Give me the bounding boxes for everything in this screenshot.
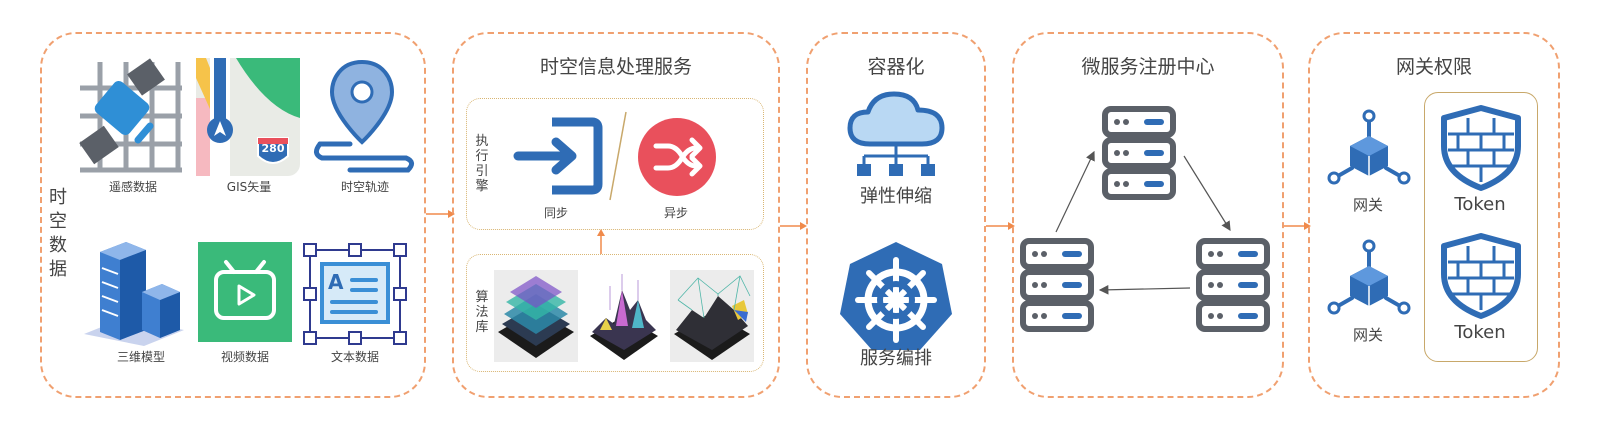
cloud-network-icon — [847, 91, 945, 176]
location-pin-icon — [314, 59, 414, 173]
server-icon-left — [1020, 238, 1094, 332]
divider-slash — [609, 111, 627, 201]
map-pin-icon — [196, 58, 300, 176]
video-play-icon — [198, 242, 292, 342]
kubernetes-icon — [840, 242, 952, 350]
label-video: 视频数据 — [220, 350, 269, 364]
title-processing: 时空信息处理服务 — [539, 56, 692, 78]
sign-in-icon — [513, 117, 603, 195]
text-icon-letter: A — [328, 270, 344, 294]
algorithm-box — [466, 254, 764, 372]
engine-up-arrow — [597, 229, 605, 254]
side-label-engine: 执 行 引 擎 — [475, 134, 489, 194]
panel-registry: 微服务注册中心 — [1012, 32, 1284, 398]
panel-processing: 时空信息处理服务 — [452, 32, 780, 398]
title-registry: 微服务注册中心 — [1081, 56, 1215, 78]
label-token-2: Token — [1454, 322, 1506, 343]
side-label-algorithm: 算 法 库 — [475, 290, 489, 335]
layered-map-icon — [494, 270, 578, 362]
terrain-mesh-icon — [670, 270, 754, 362]
label-text: 文本数据 — [330, 350, 379, 364]
registry-cycle-arrows — [1055, 150, 1231, 295]
label-gis-vector: GIS矢量 — [226, 180, 272, 194]
building-3d-icon — [84, 242, 184, 346]
shield-number: 280 — [261, 142, 285, 155]
satellite-grid-icon — [79, 58, 182, 173]
label-remote-sensing: 遥感数据 — [108, 180, 157, 194]
connector-arrow-1 — [426, 210, 455, 218]
gateway-node-icon-1 — [1327, 109, 1411, 185]
label-async: 异步 — [663, 206, 688, 220]
label-orchestration: 服务编排 — [860, 348, 932, 369]
gateway-node-icon-2 — [1327, 239, 1411, 315]
firewall-shield-icon-1 — [1441, 105, 1521, 191]
title-container: 容器化 — [867, 56, 925, 78]
label-elastic-scaling: 弹性伸缩 — [860, 186, 932, 207]
side-label-spatiotemporal-data: 时 空 数 据 — [49, 187, 67, 280]
connector-arrow-3 — [986, 222, 1015, 230]
label-gateway-2: 网关 — [1352, 326, 1383, 344]
text-box-icon — [303, 243, 407, 345]
token-box — [1424, 92, 1538, 362]
title-gateway: 网关权限 — [1395, 56, 1472, 78]
shuffle-icon — [638, 118, 716, 196]
peak-surface-icon — [590, 274, 658, 360]
panel-spatiotemporal-data — [40, 32, 426, 398]
panel-container: 容器化 — [806, 32, 986, 398]
label-sync: 同步 — [543, 206, 568, 220]
server-icon-right — [1196, 238, 1270, 332]
firewall-shield-icon-2 — [1441, 233, 1521, 319]
label-token-1: Token — [1454, 194, 1506, 215]
label-gateway-1: 网关 — [1352, 196, 1383, 214]
engine-box — [466, 98, 764, 230]
connector-arrow-4 — [1284, 222, 1311, 230]
connector-arrow-2 — [780, 222, 807, 230]
server-icon-top — [1102, 106, 1176, 200]
panel-gateway: 网关权限 — [1308, 32, 1560, 398]
label-trajectory: 时空轨迹 — [340, 180, 389, 194]
label-3d-model: 三维模型 — [116, 350, 165, 364]
